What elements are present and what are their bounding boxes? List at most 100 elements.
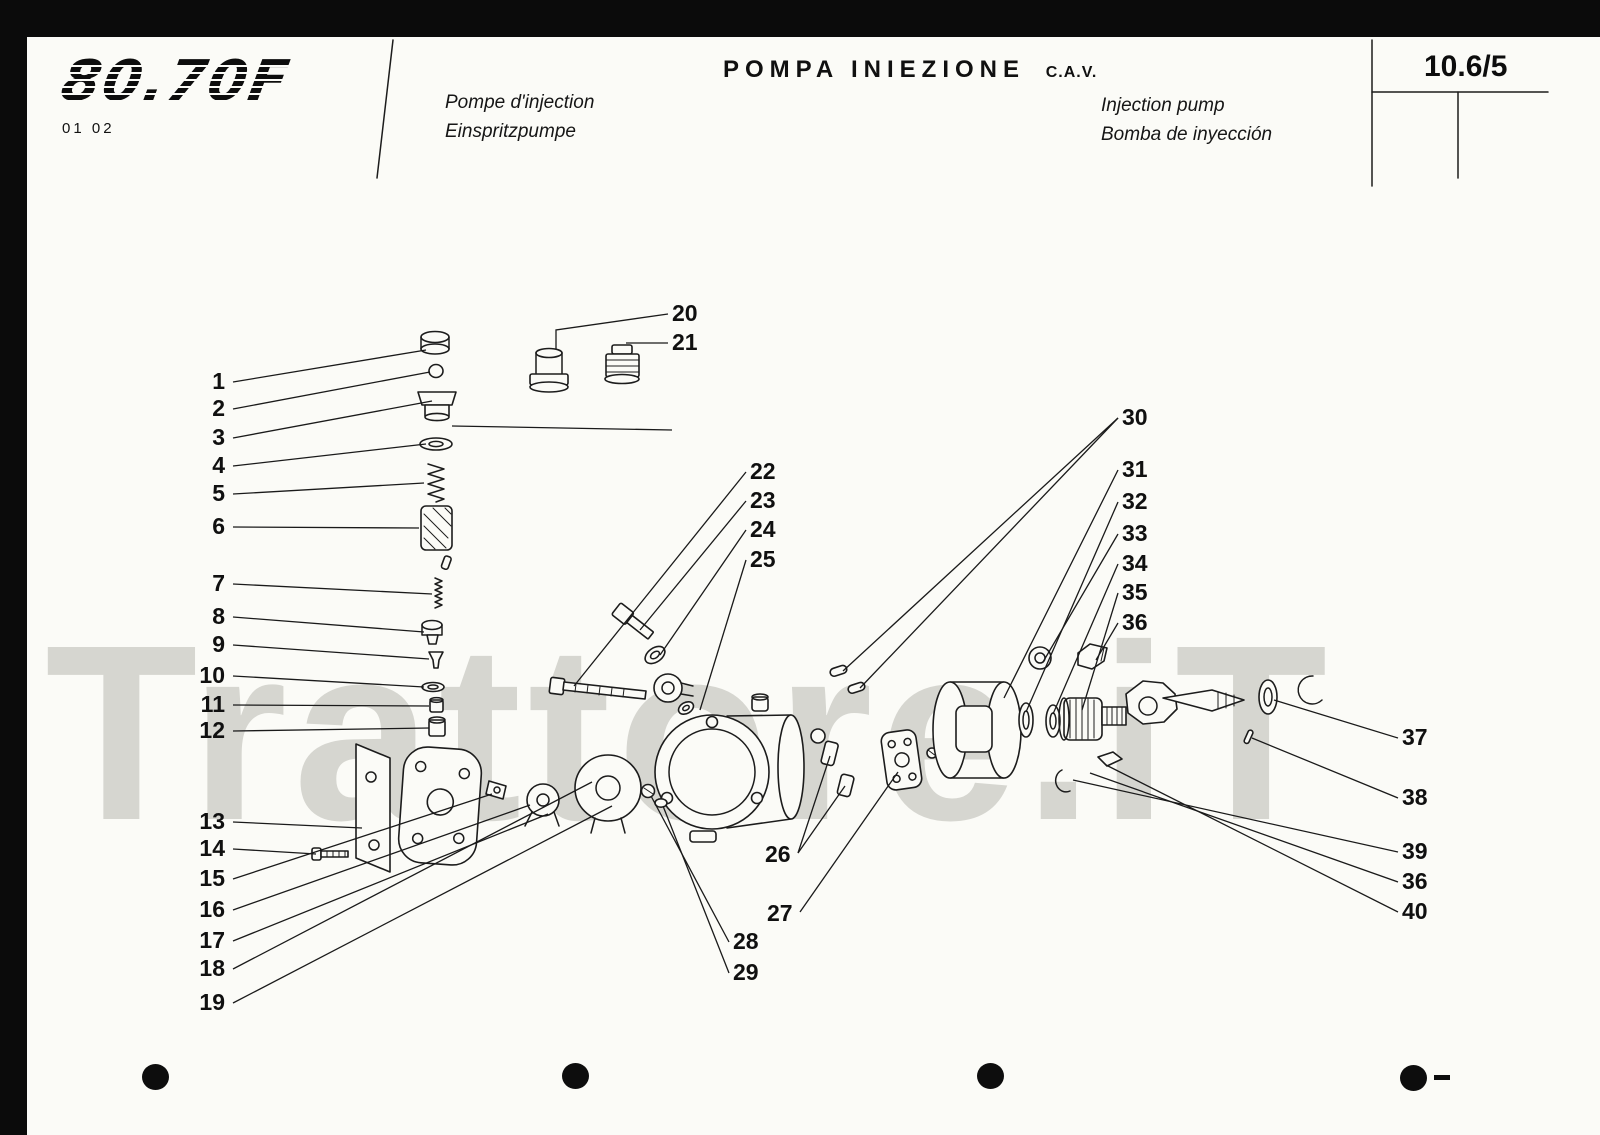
part-number-label: 29: [733, 959, 759, 985]
part-number-labels: 1234567891011121314151617181920212223242…: [199, 300, 1427, 1015]
leader-line: [1105, 764, 1399, 913]
part-number-label: 40: [1402, 898, 1428, 924]
leader-line: [1095, 622, 1119, 661]
frame-lines: [376, 39, 1549, 187]
subtitle-french: Pompe d'injection: [445, 92, 595, 113]
part-number-label: 15: [199, 865, 225, 891]
part-number-label: 38: [1402, 784, 1428, 810]
leader-line: [232, 583, 433, 595]
leader-line: [232, 781, 593, 970]
part-number-label: 25: [750, 546, 776, 572]
left-border-bar: [0, 0, 27, 1135]
part-number-label: 36: [1122, 609, 1148, 635]
leader-line: [232, 848, 317, 855]
leader-line: [232, 482, 425, 495]
leader-line: [232, 675, 425, 688]
part-number-label: 22: [750, 458, 776, 484]
part-number-label: 14: [199, 835, 225, 861]
part-number-label: 31: [1122, 456, 1148, 482]
leader-line: [232, 813, 549, 942]
subtitle-german: Einspritzpumpe: [445, 121, 576, 142]
leader-line: [232, 644, 430, 660]
part-group-banjo-bolt: [548, 602, 695, 716]
part-number-label: 19: [199, 989, 225, 1015]
part-group-caps: [529, 344, 640, 393]
leader-line: [232, 793, 493, 880]
title-text: POMPA INIEZIONE: [723, 56, 1026, 83]
page-title: POMPA INIEZIONE C.A.V.: [723, 56, 1097, 84]
title-suffix: C.A.V.: [1045, 64, 1098, 81]
part-number-label: 33: [1122, 520, 1148, 546]
leader-line: [659, 529, 747, 656]
governor-and-shaft-group: [932, 643, 1323, 793]
part-number-label: 35: [1122, 579, 1148, 605]
leader-line: [232, 727, 430, 732]
part-number-label: 5: [212, 480, 225, 506]
leader-line: [1251, 737, 1399, 799]
part-number-label: 34: [1122, 550, 1148, 576]
part-number-label: 18: [199, 955, 225, 981]
pump-body: [640, 693, 855, 843]
leader-line: [662, 805, 730, 974]
punch-hole: [142, 1064, 169, 1090]
leader-line: [232, 349, 427, 383]
leader-line: [573, 471, 747, 687]
part-group-fitting-stack: [417, 330, 457, 737]
part-number-label: 24: [750, 516, 776, 542]
brand-logo: 80.70F 01 02: [52, 49, 352, 137]
leader-line: [799, 771, 899, 913]
leader-line: [1052, 563, 1119, 715]
part-number-label: 13: [199, 808, 225, 834]
leader-line: [859, 417, 1119, 689]
part-number-label: 6: [212, 513, 225, 539]
part-number-label: 17: [199, 927, 225, 953]
part-number-label: 27: [767, 900, 793, 926]
part-number-label: 12: [199, 717, 225, 743]
leader-line: [232, 443, 427, 467]
part-number-label: 37: [1402, 724, 1428, 750]
leader-line: [842, 417, 1119, 672]
punch-hole-dash: [1434, 1075, 1450, 1080]
part-number-label: 10: [199, 662, 225, 688]
key-and-plate-group: [829, 664, 938, 791]
part-number-label: 3: [212, 424, 225, 450]
part-number-label: 21: [672, 329, 698, 355]
part-number-label: 8: [212, 603, 225, 629]
leader-line: [1025, 501, 1119, 713]
mounting-bracket-group: [311, 743, 642, 873]
part-number-label: 28: [733, 928, 759, 954]
part-number-label: 32: [1122, 488, 1148, 514]
punch-hole: [977, 1063, 1004, 1089]
leader-line: [232, 704, 430, 707]
part-number-label: 1: [212, 368, 225, 394]
page-number: 10.6/5: [1424, 50, 1508, 83]
part-number-label: 26: [765, 841, 791, 867]
part-number-label: 39: [1402, 838, 1428, 864]
subtitle-spanish: Bomba de inyección: [1101, 124, 1273, 145]
leader-line: [232, 526, 420, 529]
leader-line: [232, 821, 363, 829]
part-number-label: 9: [212, 631, 225, 657]
leader-line: [650, 795, 730, 943]
part-number-label: 16: [199, 896, 225, 922]
leader-line: [232, 371, 431, 410]
part-number-label: 30: [1122, 404, 1148, 430]
leader-line: [639, 500, 747, 631]
part-number-label: 36: [1402, 868, 1428, 894]
punch-hole: [562, 1063, 589, 1089]
leader-line: [1081, 592, 1119, 711]
leader-line: [232, 805, 613, 1004]
section-code: 01 02: [62, 120, 115, 137]
subtitle-english: Injection pump: [1101, 95, 1225, 116]
leader-line: [1089, 772, 1399, 883]
model-logo-text: 80.70F: [56, 49, 296, 114]
punch-hole: [1400, 1065, 1427, 1091]
part-number-label: 7: [212, 570, 225, 596]
part-number-label: 23: [750, 487, 776, 513]
part-number-label: 2: [212, 395, 225, 421]
leader-line: [555, 313, 669, 349]
leader-line: [797, 785, 846, 854]
leader-line: [232, 804, 531, 911]
